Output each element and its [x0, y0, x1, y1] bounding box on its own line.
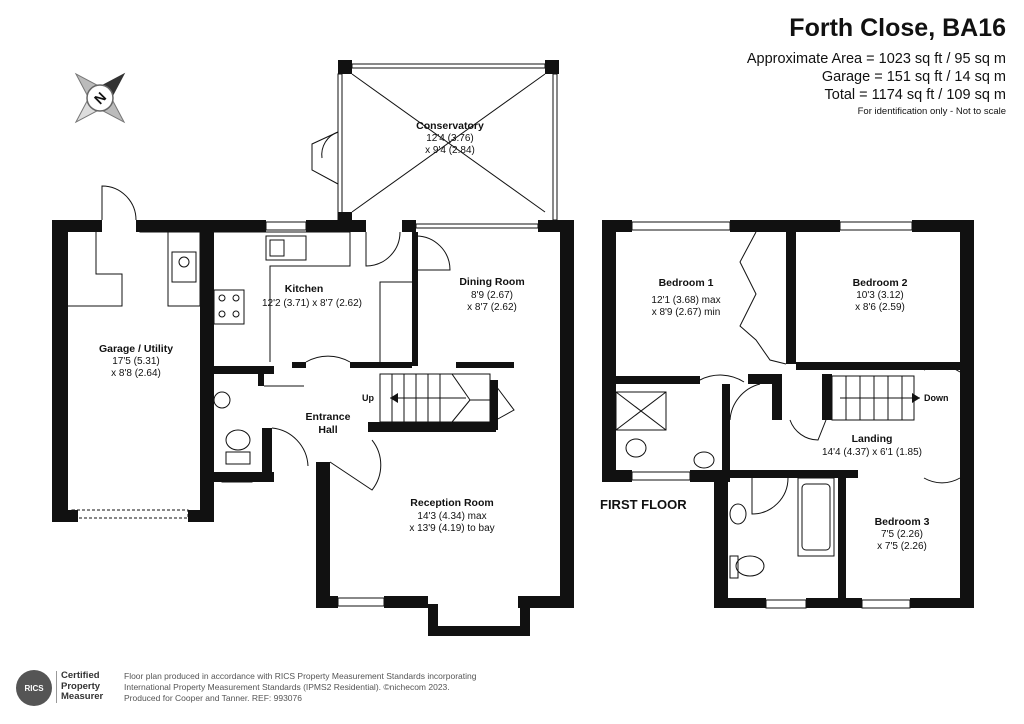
reception-room-dim-2: x 13'9 (4.19) to bay: [409, 523, 494, 534]
entrance-hall-name-1: Entrance: [306, 411, 351, 423]
rics-badge-text: Certified Property Measurer: [56, 670, 104, 703]
property-title: Forth Close, BA16: [789, 14, 1006, 42]
bedroom-2-dim-2: x 8'6 (2.59): [855, 302, 905, 313]
approximate-area: Approximate Area = 1023 sq ft / 95 sq m: [746, 51, 1006, 67]
ground-floor-fittings: [68, 73, 546, 635]
garage-utility-dim-2: x 8'8 (2.64): [111, 368, 161, 379]
bedroom-3-name: Bedroom 3: [875, 516, 930, 528]
dining-room-name: Dining Room: [459, 276, 524, 288]
bedroom-2-dim-1: 10'3 (3.12): [856, 290, 904, 301]
bedroom-1-name: Bedroom 1: [659, 277, 714, 289]
first-floor-label: FIRST FLOOR: [600, 497, 687, 512]
stairs-up-label: Up: [362, 393, 374, 403]
landing-name: Landing: [852, 433, 893, 445]
landing-dim-1: 14'4 (4.37) x 6'1 (1.85): [822, 447, 922, 458]
area-summary: Approximate Area = 1023 sq ft / 95 sq m …: [747, 50, 1006, 104]
first-floor-fittings: [615, 221, 961, 609]
bedroom-3-dim-1: 7'5 (2.26): [881, 529, 923, 540]
bedroom-1-dim-1: 12'1 (3.68) max: [651, 295, 720, 306]
rics-logo: RICS: [16, 670, 52, 706]
bedroom-2-name: Bedroom 2: [853, 277, 908, 289]
reception-room-name: Reception Room: [410, 497, 493, 509]
kitchen-dim-1: 12'2 (3.71) x 8'7 (2.62): [262, 298, 362, 309]
bedroom-1-dim-2: x 8'9 (2.67) min: [652, 307, 721, 318]
reception-room-dim-1: 14'3 (4.34) max: [417, 511, 486, 522]
footer-line-2: International Property Measurement Stand…: [124, 682, 450, 692]
garage-utility-name: Garage / Utility: [99, 343, 173, 355]
dining-room-dim-2: x 8'7 (2.62): [467, 302, 517, 313]
compass-icon: N: [74, 72, 126, 124]
entrance-hall-name-2: Hall: [318, 424, 337, 436]
dining-room-dim-1: 8'9 (2.67): [471, 290, 513, 301]
rics-badge-line-3: Measurer: [61, 691, 104, 702]
rics-certified-badge: RICS Certified Property Measurer: [16, 670, 116, 708]
bedroom-3-dim-2: x 7'5 (2.26): [877, 541, 927, 552]
conservatory-name: Conservatory: [416, 120, 484, 132]
conservatory-dim-1: 12'4 (3.76): [426, 133, 474, 144]
rics-badge-line-1: Certified: [61, 670, 100, 681]
footer-line-3: Produced for Cooper and Tanner. REF: 993…: [124, 693, 302, 703]
garage-utility-dim-1: 17'5 (5.31): [112, 356, 160, 367]
footer-text: Floor plan produced in accordance with R…: [124, 671, 476, 704]
garage-area: Garage = 151 sq ft / 14 sq m: [821, 69, 1006, 85]
first-floor-walls: [602, 220, 974, 608]
total-area: Total = 1174 sq ft / 109 sq m: [824, 87, 1007, 103]
ground-floor-walls: [52, 60, 574, 636]
rics-badge-line-2: Property: [61, 680, 101, 692]
disclaimer-note: For identification only - Not to scale: [857, 106, 1006, 117]
conservatory-dim-2: x 9'4 (2.84): [425, 145, 475, 156]
stairs-down-label: Down: [924, 393, 949, 403]
kitchen-name: Kitchen: [285, 283, 324, 295]
footer-line-1: Floor plan produced in accordance with R…: [124, 671, 477, 681]
